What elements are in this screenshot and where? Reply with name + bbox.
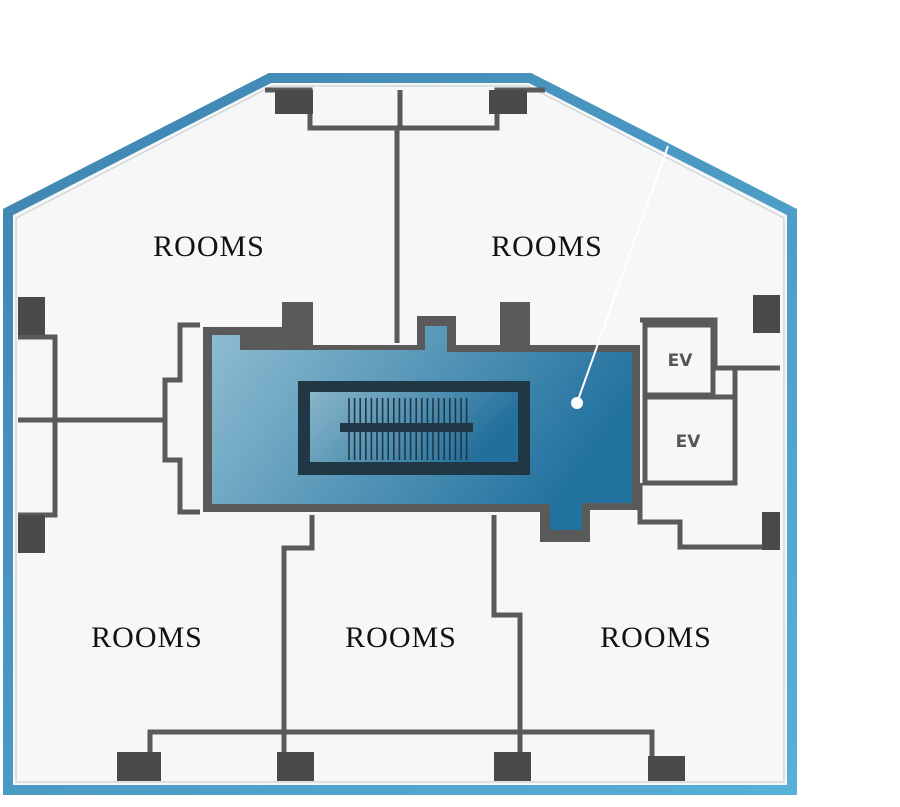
room-label-bottom-right: ROOMS [600,621,712,654]
room-label-top-left: ROOMS [153,230,265,263]
stair-treads [348,398,468,460]
room-label-bottom-left: ROOMS [91,621,203,654]
elevator-label-1: EV [668,351,694,371]
left-walls [18,322,200,518]
central-core [203,145,669,542]
outer-wall-inner-shadow [15,85,785,783]
room-label-bottom-center: ROOMS [345,621,457,654]
pillars [18,90,780,781]
location-marker [571,397,583,409]
room-label-top-right: ROOMS [491,230,603,263]
marker-leader-line [576,145,669,404]
elevator-label-2: EV [676,432,702,452]
